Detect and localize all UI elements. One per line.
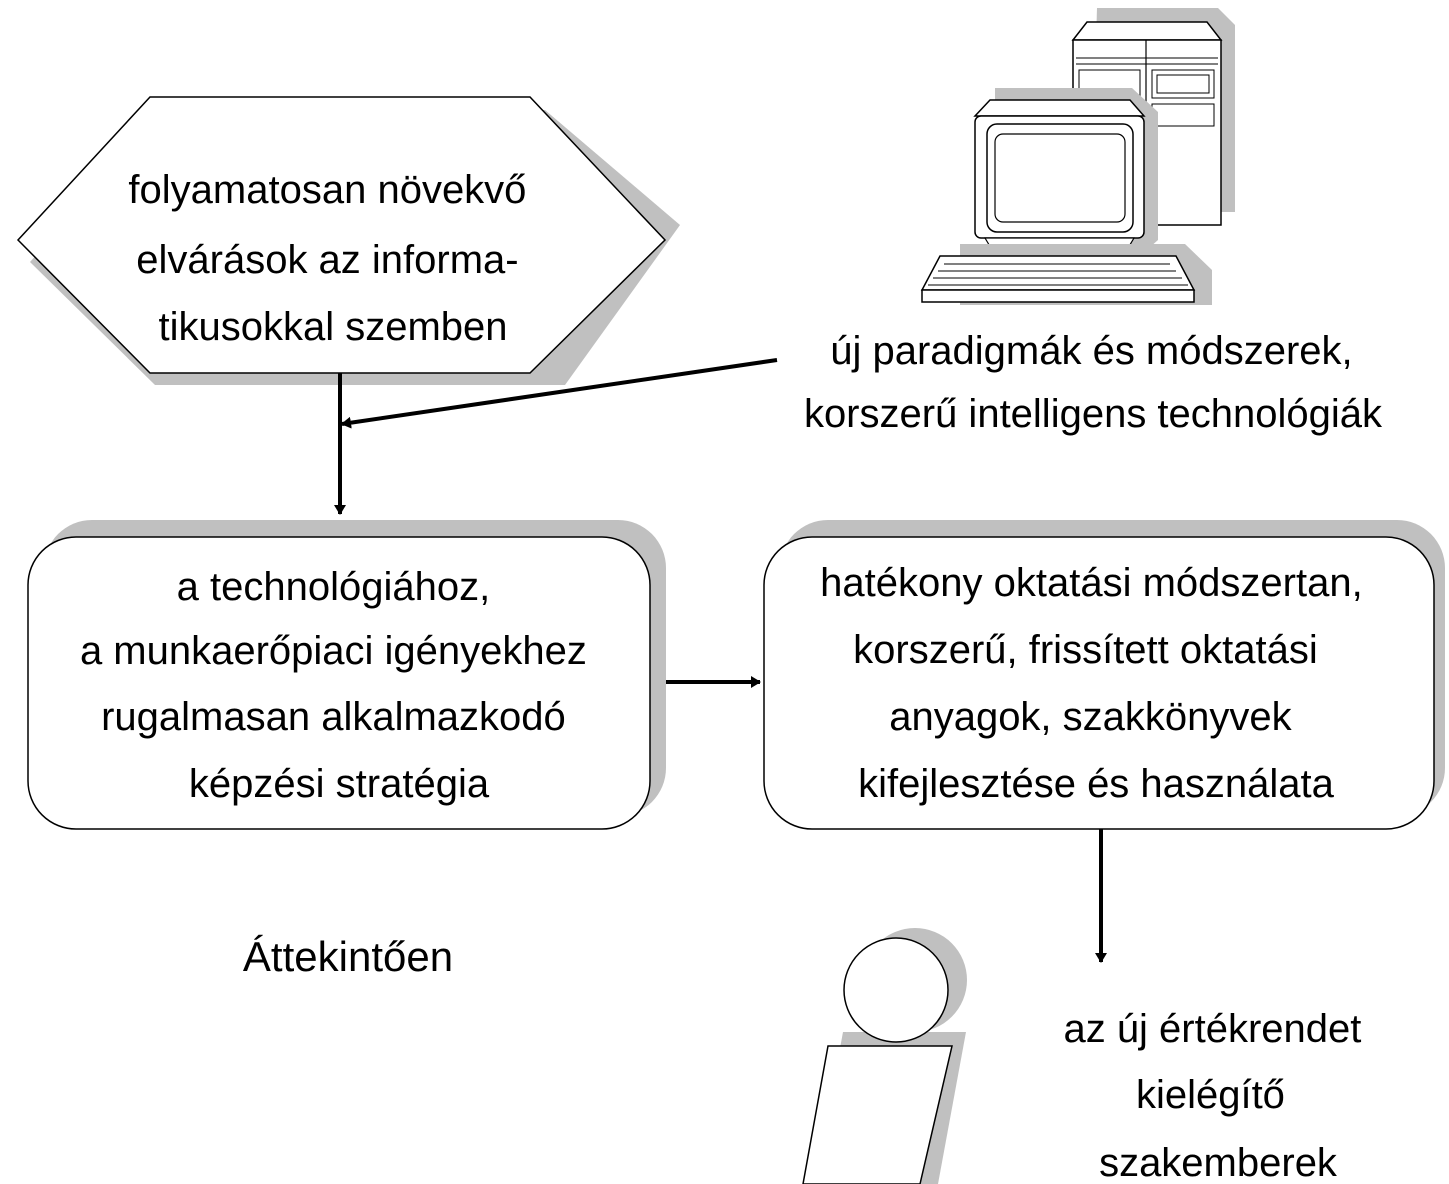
hexagon-line-3: tikusokkal szemben: [158, 305, 507, 349]
expectations-hexagon: folyamatosan növekvő elvárások az inform…: [16, 96, 680, 385]
method-line-1: hatékony oktatási módszertan,: [820, 561, 1363, 605]
hexagon-line-1: folyamatosan növekvő: [128, 168, 526, 212]
result-line-3: szakemberek: [1099, 1141, 1338, 1184]
svg-text:az új értékrendet kielég: az új értékrendet kielégítő szakemberek: [1063, 1007, 1372, 1184]
svg-text:új paradigmák és módszerek,: új paradigmák és módszerek, korszerű int…: [804, 329, 1383, 436]
person-icon: [802, 928, 967, 1184]
strategy-box: a technológiához, a munkaerőpiaci igénye…: [27, 520, 666, 830]
svg-text:a technológiához, a munk: a technológiához, a munkaerőpiaci igénye…: [80, 565, 598, 806]
svg-text:folyamatosan növekvő elv: folyamatosan növekvő elvárások az inform…: [128, 168, 537, 349]
strategy-line-2: a munkaerőpiaci igényekhez: [80, 629, 587, 673]
computer-icon: [920, 8, 1235, 305]
strategy-line-3: rugalmasan alkalmazkodó: [101, 695, 566, 739]
method-line-4: kifejlesztése és használata: [858, 762, 1335, 806]
strategy-line-4: képzési stratégia: [189, 762, 490, 806]
computer-line-1: új paradigmák és módszerek,: [830, 329, 1352, 373]
result-line-2: kielégítő: [1136, 1073, 1285, 1117]
method-box: hatékony oktatási módszertan, korszerű, …: [763, 520, 1445, 830]
summary-label: Áttekintően: [243, 933, 453, 980]
computer-caption: új paradigmák és módszerek, korszerű int…: [804, 329, 1383, 436]
strategy-line-1: a technológiához,: [177, 565, 491, 609]
connector-technology-to-flow: [341, 358, 778, 429]
method-line-3: anyagok, szakkönyvek: [889, 695, 1292, 739]
hexagon-line-2: elvárások az informa-: [136, 238, 518, 282]
svg-text:hatékony oktatási módszertan,: hatékony oktatási módszertan, korszerű, …: [820, 561, 1374, 806]
result-line-1: az új értékrendet: [1063, 1007, 1361, 1051]
computer-line-2: korszerű intelligens technológiák: [804, 392, 1383, 436]
method-line-2: korszerű, frissített oktatási: [853, 628, 1318, 672]
result-caption: az új értékrendet kielégítő szakemberek: [1063, 1007, 1372, 1184]
